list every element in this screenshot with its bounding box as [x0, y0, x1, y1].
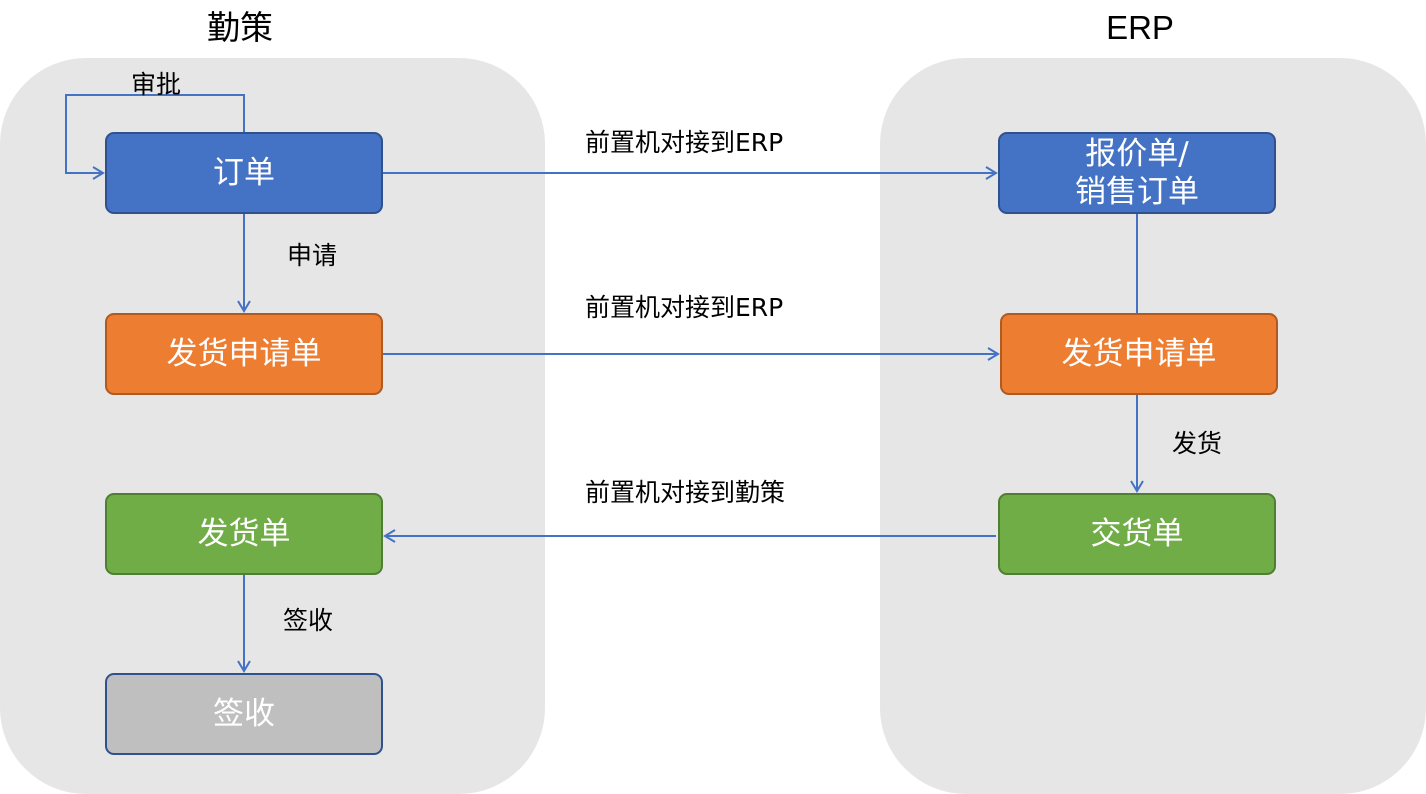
order-node-label: 订单	[213, 155, 275, 191]
approve-label: 审批	[131, 70, 182, 99]
approve-loop-connector	[65, 94, 245, 180]
sync-ship-request-label: 前置机对接到ERP	[585, 293, 784, 322]
order-node: 订单	[105, 132, 383, 214]
ship-request-node-erp-label: 发货申请单	[1061, 336, 1217, 372]
sign-off-node: 签收	[105, 673, 383, 755]
delivery-node-erp: 交货单	[998, 493, 1276, 575]
sign-off-node-label: 签收	[213, 696, 275, 732]
apply-label: 申请	[287, 241, 338, 270]
delivery-node-erp-label: 交货单	[1090, 516, 1184, 552]
shipment-node-qince-label: 发货单	[197, 516, 291, 552]
sign-label: 签收	[283, 606, 334, 635]
ship-request-node-qince-label: 发货申请单	[166, 336, 322, 372]
sync-order-label: 前置机对接到ERP	[585, 128, 784, 157]
erp-title: ERP	[1106, 9, 1174, 46]
quote-sales-order-node-label: 报价单/ 销售订单	[1075, 136, 1199, 210]
ship-label: 发货	[1172, 429, 1223, 458]
ship-request-node-erp: 发货申请单	[1000, 313, 1278, 395]
sync-delivery-label: 前置机对接到勤策	[585, 478, 786, 507]
ship-request-node-qince: 发货申请单	[105, 313, 383, 395]
quote-sales-order-node: 报价单/ 销售订单	[998, 132, 1276, 214]
shipment-node-qince: 发货单	[105, 493, 383, 575]
qince-title: 勤策	[207, 8, 273, 47]
